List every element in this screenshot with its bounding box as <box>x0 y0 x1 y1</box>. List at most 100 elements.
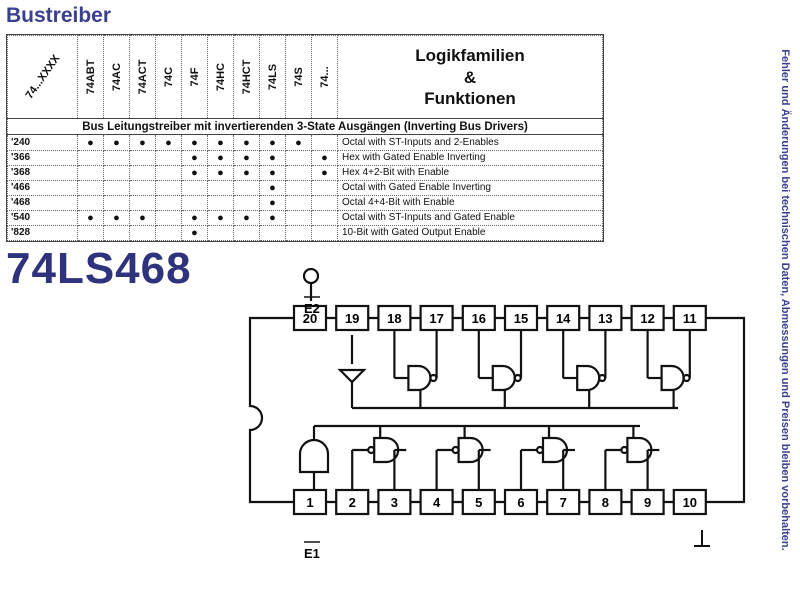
function-description: Octal with ST-Inputs and Gated Enable <box>337 209 603 226</box>
pin-box <box>672 304 707 332</box>
pin-number: 20 <box>303 311 317 326</box>
function-description: Octal with ST-Inputs and 2-Enables <box>337 134 603 151</box>
availability-cell <box>155 164 182 181</box>
availability-cell <box>233 224 260 242</box>
availability-cell: ● <box>311 164 338 181</box>
availability-cell <box>129 179 156 196</box>
availability-cell: ● <box>259 164 286 181</box>
availability-cell: ● <box>259 134 286 151</box>
availability-cell <box>155 179 182 196</box>
pin-number: 10 <box>683 495 697 510</box>
availability-cell: ● <box>207 149 234 166</box>
pin-number: 12 <box>640 311 654 326</box>
pin-number: 11 <box>683 311 697 326</box>
pin-box <box>419 304 454 332</box>
pin-box <box>292 488 328 516</box>
type-code: '366 <box>7 149 78 166</box>
pin-box <box>546 304 581 332</box>
disclaimer-note: Fehler und Änderungen bei technischen Da… <box>776 8 794 592</box>
function-description: Octal with Gated Enable Inverting <box>337 179 603 196</box>
table-row: '368●●●●●Hex 4+2-Bit with Enable <box>7 164 603 181</box>
pin-box <box>377 488 412 516</box>
function-description: Hex 4+2-Bit with Enable <box>337 164 603 181</box>
column-header: 74AC <box>103 34 130 120</box>
availability-cell <box>77 179 104 196</box>
availability-cell: ● <box>77 209 104 226</box>
buffer-gate <box>457 436 484 464</box>
availability-cell: ● <box>233 149 260 166</box>
page-title: Bustreiber <box>6 4 112 27</box>
pin-number: 17 <box>429 311 443 326</box>
availability-cell: ● <box>285 134 312 151</box>
availability-cell <box>103 149 130 166</box>
buffer-gate <box>491 364 516 392</box>
availability-cell <box>207 194 234 211</box>
availability-cell: ● <box>259 149 286 166</box>
pin-number: 16 <box>472 311 486 326</box>
availability-cell <box>233 194 260 211</box>
availability-cell <box>311 194 338 211</box>
availability-cell: ● <box>233 209 260 226</box>
pin-number: 7 <box>560 495 567 510</box>
pin-number: 3 <box>391 495 398 510</box>
e1-label: E1 <box>304 546 320 561</box>
pin-box <box>546 488 581 516</box>
pin-number: 6 <box>517 495 524 510</box>
function-description: Hex with Gated Enable Inverting <box>337 149 603 166</box>
buffer-gate <box>373 436 400 464</box>
table-row: '468●Octal 4+4-Bit with Enable <box>7 194 603 211</box>
availability-cell: ● <box>181 224 208 242</box>
chip-body <box>248 316 746 504</box>
availability-cell <box>103 224 130 242</box>
availability-cell: ● <box>259 209 286 226</box>
pin-number: 2 <box>349 495 356 510</box>
availability-cell <box>285 149 312 166</box>
type-code: '466 <box>7 179 78 196</box>
pin-box <box>630 488 665 516</box>
pin-box <box>377 304 412 332</box>
column-header: 74HC <box>207 34 234 120</box>
pin-box <box>630 304 665 332</box>
availability-cell <box>77 194 104 211</box>
function-column-header: Logikfamilien & Funktionen <box>337 34 603 120</box>
availability-cell <box>311 134 338 151</box>
availability-cell: ● <box>207 134 234 151</box>
buffer-gate <box>626 436 653 464</box>
availability-cell: ● <box>181 134 208 151</box>
availability-cell <box>233 179 260 196</box>
pin-number: 1 <box>306 495 313 510</box>
e2-label: E2 <box>304 301 320 316</box>
section-title: Bus Leitungstreiber mit invertierenden 3… <box>7 118 603 136</box>
availability-cell: ● <box>129 134 156 151</box>
availability-cell <box>129 194 156 211</box>
enable-buffer-upper <box>337 368 367 384</box>
availability-cell: ● <box>259 179 286 196</box>
pin-number: 13 <box>598 311 612 326</box>
availability-cell <box>155 149 182 166</box>
type-code: '540 <box>7 209 78 226</box>
logic-family-table: 74...XXXX 74ABT 74AC 74ACT 74C 74F 74HC … <box>6 34 604 242</box>
table-row: '540●●●●●●●Octal with ST-Inputs and Gate… <box>7 209 603 226</box>
pin-box <box>335 304 370 332</box>
availability-cell <box>311 179 338 196</box>
pin-number: 19 <box>345 311 359 326</box>
disclaimer-text: Fehler und Änderungen bei technischen Da… <box>779 49 791 551</box>
availability-cell <box>259 224 286 242</box>
availability-cell: ● <box>181 149 208 166</box>
pin-box <box>672 488 707 516</box>
pin-box <box>292 304 328 332</box>
pin-box <box>503 304 539 332</box>
availability-cell <box>155 209 182 226</box>
table-row: '466 ● Octal with Gated Enable Inverting <box>7 179 603 196</box>
pin-box <box>461 488 496 516</box>
pin-number: 8 <box>602 495 609 510</box>
availability-cell <box>103 179 130 196</box>
pin-box <box>335 488 370 516</box>
availability-cell <box>181 194 208 211</box>
availability-cell <box>207 224 234 242</box>
availability-cell <box>207 179 234 196</box>
availability-cell <box>285 179 312 196</box>
table-header-row: 74...XXXX 74ABT 74AC 74ACT 74C 74F 74HC … <box>7 34 603 120</box>
buffer-gate <box>541 436 569 464</box>
